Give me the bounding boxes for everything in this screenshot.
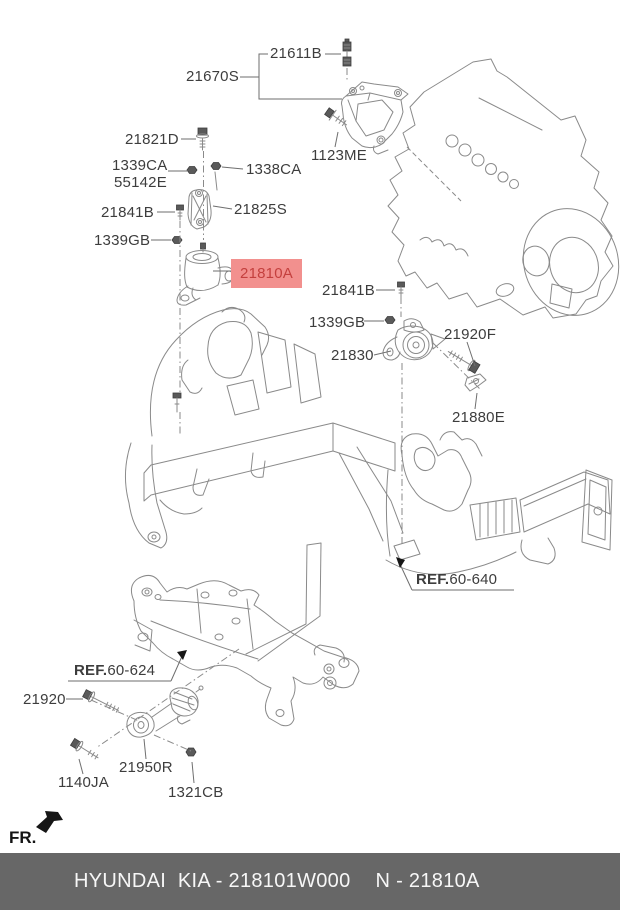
highlighted-part-number: 21810A — [240, 265, 293, 282]
part-label-1339gb-left[interactable]: 1339GB — [94, 232, 151, 249]
mount-21810a-drawing — [176, 242, 235, 306]
bolt-1123me-icon — [324, 107, 348, 127]
bolt-1140ja-icon — [69, 737, 99, 760]
part-label-21821d[interactable]: 21821D — [125, 131, 179, 148]
nut-1338ca-icon — [210, 162, 222, 191]
part-label-1339ca[interactable]: 1339CA — [112, 157, 168, 174]
crossmember-drawing — [130, 574, 360, 727]
ref-label-60-624[interactable]: REF.60-624 — [74, 663, 155, 679]
bolt-21920f-icon — [447, 350, 481, 374]
part-label-1339gb-right[interactable]: 1339GB — [309, 314, 366, 331]
part-label-55142e[interactable]: 55142E — [114, 174, 167, 191]
footer-bar: HYUNDAI KIA - 218101W000 N - 21810A — [0, 853, 620, 910]
part-label-1338ca[interactable]: 1338CA — [246, 161, 302, 178]
part-label-21920[interactable]: 21920 — [23, 691, 66, 708]
rollrod-21950r-drawing — [126, 685, 204, 738]
bracket-21880e-drawing — [464, 373, 487, 392]
nut-1321cb-icon — [185, 747, 197, 757]
ref-prefix: REF. — [74, 662, 108, 679]
bolt-21611b-icon — [342, 38, 352, 67]
fr-direction-arrow-icon — [36, 811, 63, 833]
part-label-1140ja[interactable]: 1140JA — [58, 774, 109, 791]
footer-part-code: N - 21810A — [375, 870, 480, 892]
ref-code: 60-624 — [107, 662, 156, 679]
leader-lines — [66, 53, 478, 784]
part-label-21830[interactable]: 21830 — [331, 347, 374, 364]
part-label-21880e[interactable]: 21880E — [452, 409, 505, 426]
ref-code: 60-640 — [449, 571, 498, 588]
part-label-1123me[interactable]: 1123ME — [311, 147, 367, 164]
nut-1339gb-right-icon — [384, 316, 396, 324]
side-member-left-drawing — [125, 306, 404, 549]
part-label-21670s[interactable]: 21670S — [186, 68, 239, 85]
part-label-21841b-left[interactable]: 21841B — [101, 204, 154, 221]
bolt-21920-icon — [82, 689, 120, 713]
part-label-21841b-right[interactable]: 21841B — [322, 282, 375, 299]
part-label-1321cb[interactable]: 1321CB — [168, 784, 224, 801]
fr-marker-label: FR. — [9, 828, 37, 847]
bolt-21841b-left-icon — [176, 204, 184, 221]
ref-60-640-arrow — [396, 557, 514, 591]
side-member-right-drawing — [245, 431, 613, 662]
bolt-21841b-right-icon — [397, 281, 405, 298]
centerlines — [90, 68, 481, 752]
ref-60-624-arrow — [68, 650, 187, 682]
footer-catalog-code: HYUNDAI KIA - 218101W000 — [74, 870, 351, 892]
highlighted-part-label-21810a[interactable]: 21810A — [231, 259, 302, 288]
ref-prefix: REF. — [416, 571, 450, 588]
part-label-21950r[interactable]: 21950R — [119, 759, 173, 776]
part-label-21920f[interactable]: 21920F — [444, 326, 497, 343]
mount-21830-drawing — [382, 318, 446, 361]
support-bracket-21670s-drawing — [341, 81, 409, 155]
part-label-21611b[interactable]: 21611B — [270, 45, 322, 62]
ref-label-60-640[interactable]: REF.60-640 — [416, 572, 497, 588]
bracket-21825s-drawing — [187, 189, 212, 230]
bolt-21821d-icon — [196, 127, 209, 151]
engine-block-drawing — [387, 58, 620, 319]
nut-1339ca-icon — [186, 166, 198, 174]
part-label-21825s[interactable]: 21825S — [234, 201, 287, 218]
